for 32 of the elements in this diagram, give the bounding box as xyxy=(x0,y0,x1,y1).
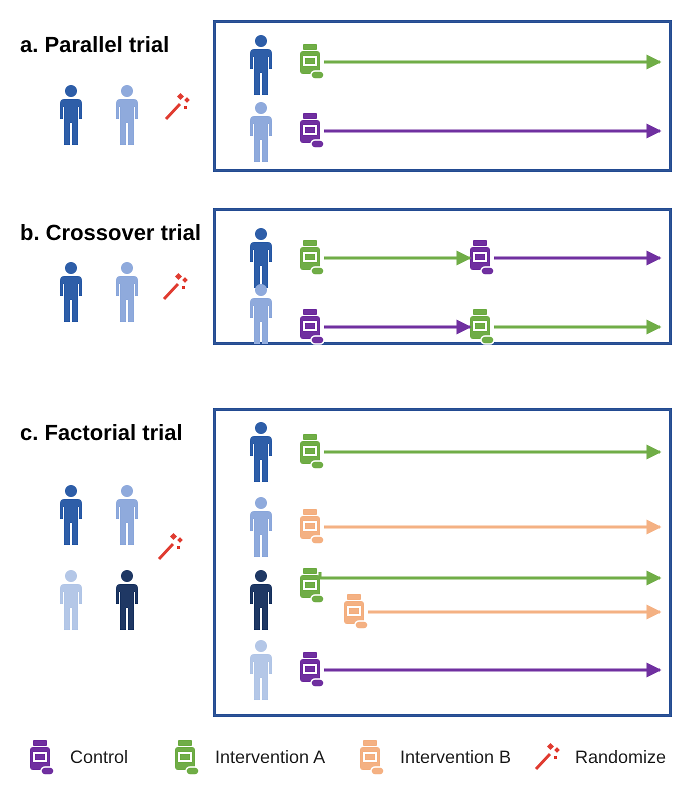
medicine-bottle-icon xyxy=(470,309,494,345)
arrow xyxy=(324,662,662,678)
medicine-bottle-icon xyxy=(300,652,324,688)
legend-label: Intervention A xyxy=(215,747,326,768)
legend-label: Intervention B xyxy=(400,747,512,768)
medicine-bottle-icon xyxy=(344,594,368,630)
medicine-bottle-icon xyxy=(470,240,494,276)
arrow xyxy=(494,320,662,334)
legend-label: Control xyxy=(70,747,128,768)
arrow xyxy=(368,604,662,620)
arrow xyxy=(324,320,472,334)
panel-heading: c. Factorial trial xyxy=(20,420,183,446)
arrow xyxy=(324,124,662,138)
arrow xyxy=(494,250,662,266)
arrow xyxy=(324,54,662,70)
trial-panel xyxy=(20,408,672,717)
legend-label: Randomize xyxy=(575,747,666,768)
trial-panel xyxy=(20,208,672,345)
panel-heading: a. Parallel trial xyxy=(20,32,170,58)
medicine-bottle-icon xyxy=(300,509,324,545)
panel-heading: b. Crossover trial xyxy=(20,220,201,246)
trial-panel xyxy=(20,20,672,172)
arrow xyxy=(318,570,662,586)
medicine-bottle-icon xyxy=(300,113,324,149)
medicine-bottle-icon xyxy=(300,240,324,276)
arrow xyxy=(324,444,662,460)
arrow xyxy=(324,250,472,266)
medicine-bottle-icon xyxy=(300,434,324,470)
arrow xyxy=(324,520,662,534)
medicine-bottle-icon xyxy=(300,309,324,345)
medicine-bottle-icon xyxy=(300,568,324,604)
medicine-bottle-icon xyxy=(300,44,324,80)
